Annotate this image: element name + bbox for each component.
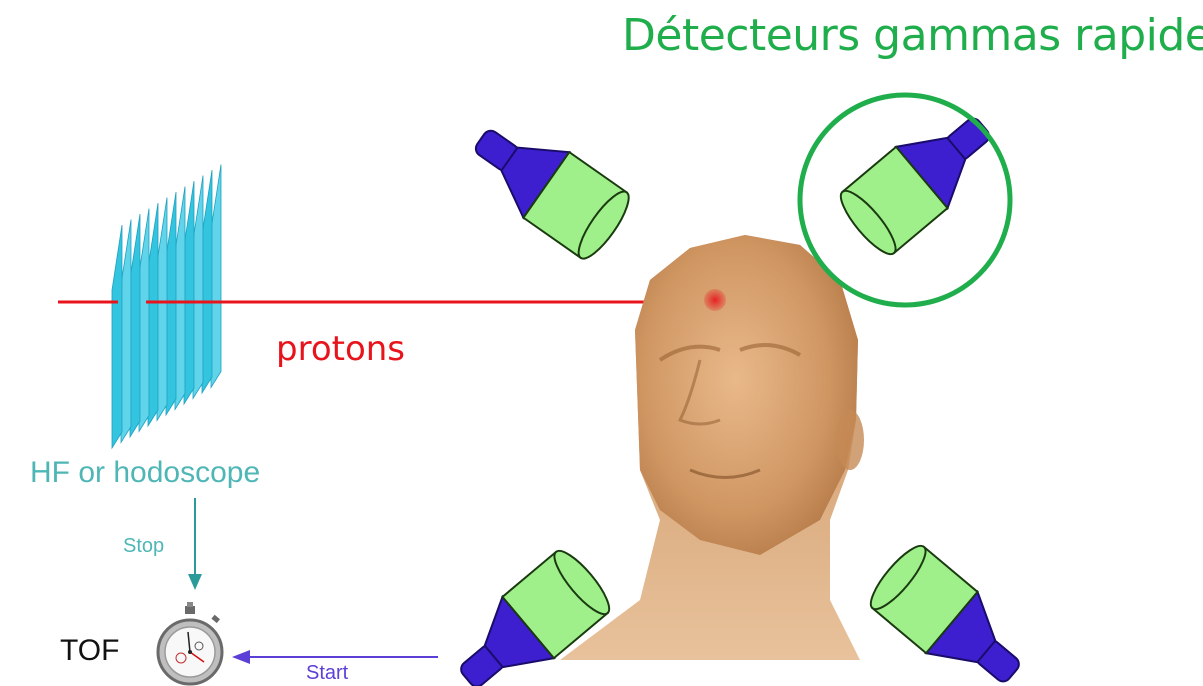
hodoscope-plate (148, 203, 158, 426)
gamma-detector-bottom-right (863, 539, 1039, 686)
hodoscope-plate (139, 209, 149, 432)
hodoscope-plate (202, 170, 212, 393)
gamma-detector-top-right (833, 95, 1009, 260)
hodoscope (112, 165, 221, 449)
hodoscope-plate (184, 181, 194, 404)
diagram-title: Détecteurs gammas rapides (622, 14, 1203, 58)
tof-label: TOF (60, 636, 119, 666)
hodoscope-plate (112, 225, 122, 448)
stop-label: Stop (123, 536, 164, 556)
start-label: Start (306, 663, 348, 683)
stopwatch-icon (158, 602, 222, 684)
hodoscope-plate (130, 214, 140, 437)
beam-target-dot (704, 289, 726, 311)
beam-label: protons (276, 332, 405, 366)
gamma-detector-bottom-left (441, 544, 617, 686)
hodoscope-plate (121, 220, 131, 443)
hodoscope-plate (157, 198, 167, 421)
hodoscope-plate (211, 165, 221, 388)
stop-arrow (188, 498, 202, 590)
gamma-detector-top-left (458, 106, 637, 264)
hodoscope-plate (193, 176, 203, 399)
hodoscope-plate (175, 187, 185, 410)
hodoscope-label: HF or hodoscope (30, 458, 260, 488)
